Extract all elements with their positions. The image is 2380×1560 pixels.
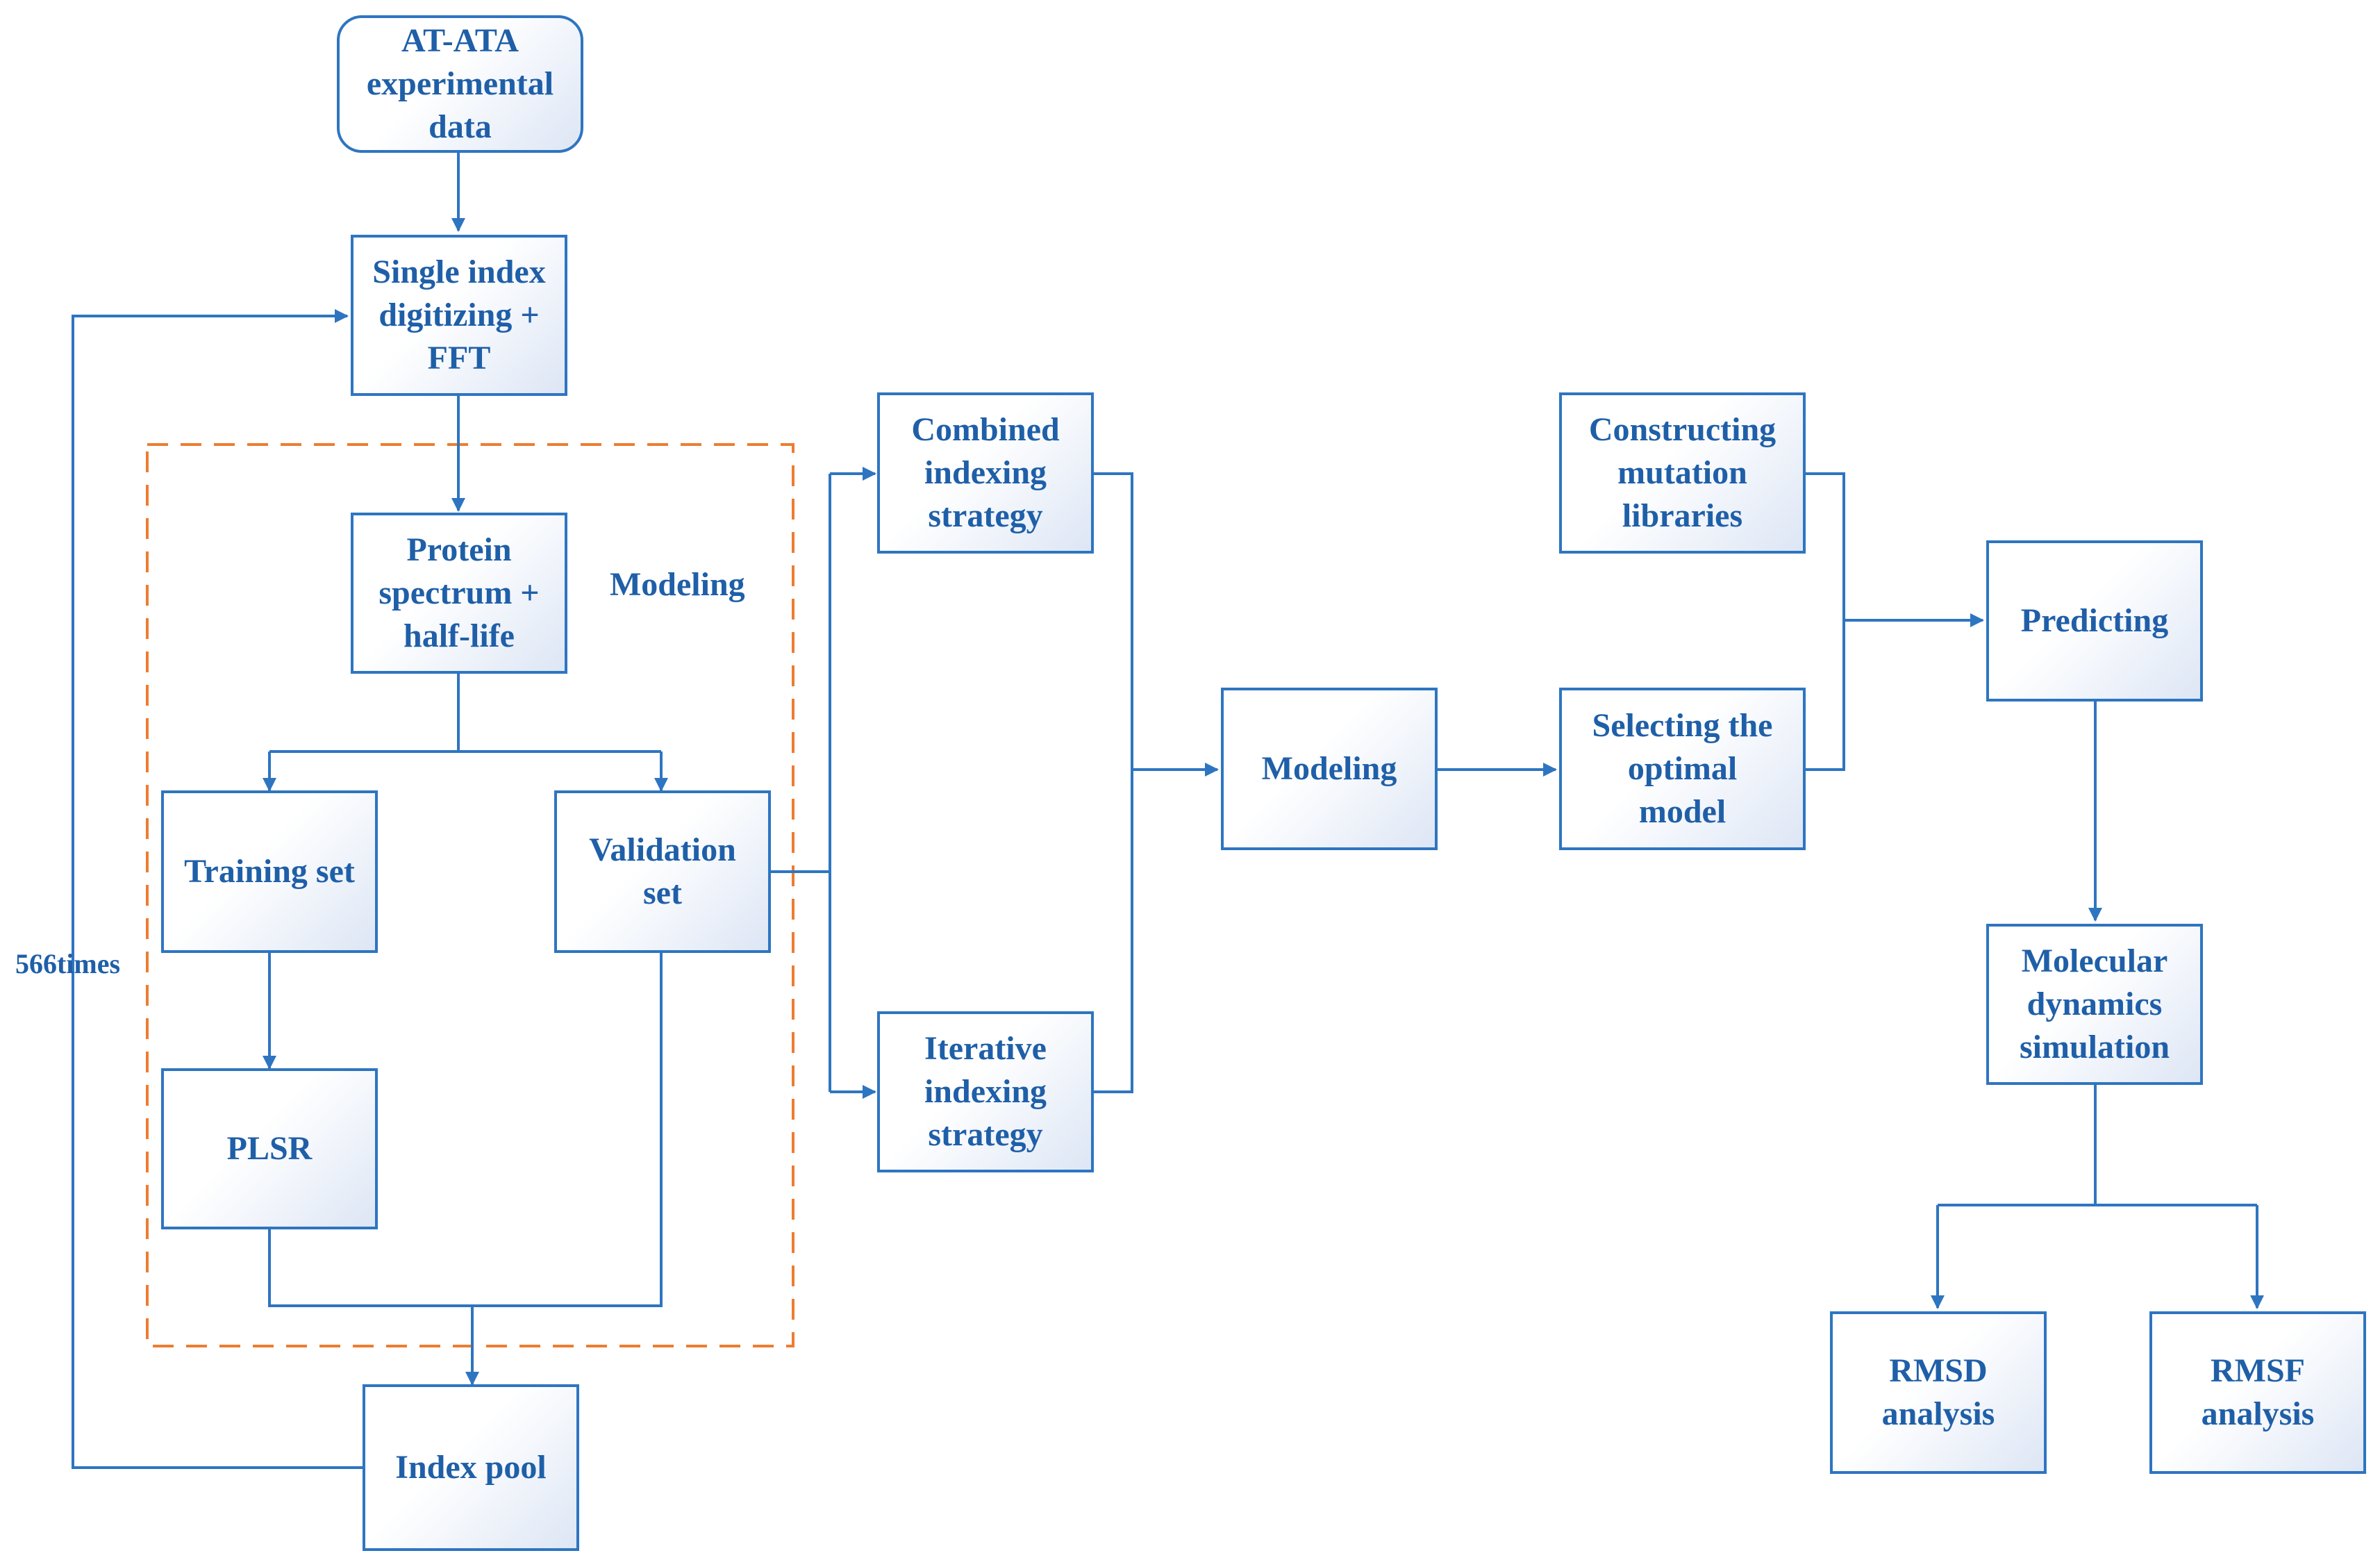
md-simulation-node: Molecular dynamics simulation xyxy=(1986,924,2203,1085)
node-label: Validation set xyxy=(589,829,736,915)
node-label-line: RMSF xyxy=(2211,1352,2305,1389)
modeling-group-boundary xyxy=(146,443,794,1347)
node-label: Constructing mutation libraries xyxy=(1589,408,1776,538)
connector-validation-to-strategies xyxy=(771,474,831,1092)
node-label-line: Predicting xyxy=(2020,602,2169,639)
node-label-line: libraries xyxy=(1622,497,1743,534)
connector-loop-back xyxy=(72,309,363,1469)
node-label-line: model xyxy=(1638,793,1726,830)
rmsf-analysis-node: RMSF analysis xyxy=(2149,1311,2366,1474)
node-label: Single index digitizing + FFT xyxy=(372,251,545,380)
combined-strategy-node: Combined indexing strategy xyxy=(877,392,1094,554)
node-label: Training set xyxy=(184,850,355,893)
node-label-line: analysis xyxy=(2201,1395,2315,1432)
node-label-line: Combined xyxy=(911,411,1060,448)
node-label-line: set xyxy=(643,874,682,911)
connector-plsr-validation-merge xyxy=(268,953,663,1307)
node-label-line: Constructing xyxy=(1588,411,1776,448)
connector-spectrum-split xyxy=(269,674,661,753)
node-label: Selecting the optimal model xyxy=(1592,704,1773,833)
training-set-node: Training set xyxy=(161,790,378,953)
node-label-line: half-life xyxy=(403,617,515,654)
loop-count-label: 566times xyxy=(15,948,121,979)
node-label-line: Iterative xyxy=(924,1030,1047,1067)
node-label: Iterative indexing strategy xyxy=(924,1027,1047,1156)
node-label-line: strategy xyxy=(928,497,1043,534)
node-label: Predicting xyxy=(2021,599,2168,642)
node-label-line: optimal xyxy=(1627,750,1738,787)
plsr-node: PLSR xyxy=(161,1068,378,1229)
node-label-line: RMSD xyxy=(1889,1352,1988,1389)
node-label-line: PLSR xyxy=(226,1130,313,1167)
node-label: PLSR xyxy=(227,1127,313,1170)
node-label: Modeling xyxy=(1262,747,1397,790)
node-label-line: Molecular xyxy=(2021,943,2168,979)
node-label-line: digitizing + xyxy=(378,297,540,333)
selecting-model-node: Selecting the optimal model xyxy=(1559,688,1806,850)
node-label-line: mutation xyxy=(1617,454,1747,491)
protein-spectrum-node: Protein spectrum + half-life xyxy=(351,513,567,674)
node-label: RMSF analysis xyxy=(2202,1350,2315,1436)
node-label-line: analysis xyxy=(1881,1395,1995,1432)
node-label-line: indexing xyxy=(924,1073,1047,1110)
node-label: Combined indexing strategy xyxy=(911,408,1059,538)
index-pool-node: Index pool xyxy=(363,1384,579,1551)
rmsd-analysis-node: RMSD analysis xyxy=(1830,1311,2047,1474)
connector-md-split xyxy=(1938,1085,2257,1206)
predicting-node: Predicting xyxy=(1986,540,2203,702)
node-label-line: FFT xyxy=(427,340,491,376)
node-label: RMSD analysis xyxy=(1882,1350,1995,1436)
connector-libraries-model-merge xyxy=(1806,472,1845,771)
node-label-line: Index pool xyxy=(395,1449,547,1486)
modeling-node: Modeling xyxy=(1221,688,1438,850)
node-label-line: dynamics xyxy=(2027,986,2163,1022)
node-label-line: simulation xyxy=(2019,1029,2170,1065)
connector-strategies-merge xyxy=(1094,472,1133,1093)
modeling-group-label: Modeling xyxy=(610,566,745,603)
node-label-line: experimental xyxy=(366,65,554,102)
node-label-line: strategy xyxy=(928,1116,1043,1153)
node-label-line: Single index xyxy=(372,254,546,290)
node-label: AT-ATA experimental data xyxy=(367,19,554,149)
node-label-line: Validation xyxy=(589,831,736,868)
node-label-line: Selecting the xyxy=(1592,707,1773,744)
node-label-line: indexing xyxy=(924,454,1047,491)
node-label-line: Protein xyxy=(406,531,512,568)
single-index-node: Single index digitizing + FFT xyxy=(351,235,567,396)
node-label-line: spectrum + xyxy=(378,574,540,611)
experimental-data-node: AT-ATA experimental data xyxy=(337,15,583,153)
node-label: Molecular dynamics simulation xyxy=(2020,940,2170,1069)
node-label-line: data xyxy=(428,108,492,145)
node-label: Protein spectrum + half-life xyxy=(378,529,539,658)
node-label-line: Training set xyxy=(184,853,355,890)
node-label: Index pool xyxy=(395,1446,546,1489)
node-label-line: Modeling xyxy=(1261,750,1397,787)
constructing-libraries-node: Constructing mutation libraries xyxy=(1559,392,1806,554)
validation-set-node: Validation set xyxy=(554,790,771,953)
node-label-line: AT-ATA xyxy=(401,22,519,59)
iterative-strategy-node: Iterative indexing strategy xyxy=(877,1011,1094,1172)
